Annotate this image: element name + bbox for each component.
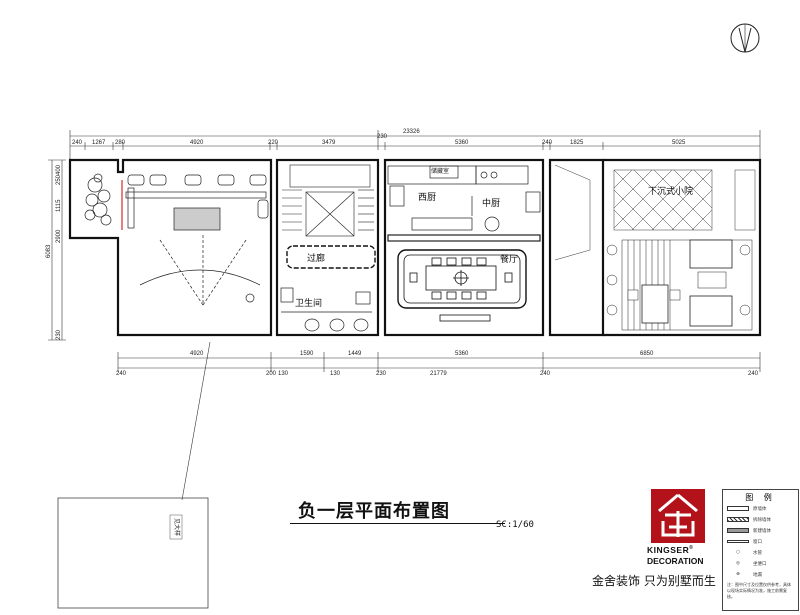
legend-item: 拆除墙体 bbox=[723, 514, 798, 525]
legend-item: 窗口 bbox=[723, 536, 798, 547]
dim-bottom-7: 200 bbox=[266, 371, 277, 377]
drawing-scale: SC:1/60 bbox=[496, 520, 534, 530]
room-label-pantry: 储藏室 bbox=[431, 167, 449, 175]
plant-cluster-icon bbox=[84, 173, 112, 226]
brand-slogan: 金舍装饰 只为别墅而生 bbox=[592, 574, 716, 588]
dim-bottom-5: 6850 bbox=[640, 351, 654, 357]
legend-item: ⊕地漏 bbox=[736, 572, 762, 578]
dim-top-6: 3479 bbox=[322, 140, 336, 146]
dim-left-4: 2900 bbox=[56, 229, 62, 243]
legend-item: 新建墙体 bbox=[723, 525, 798, 536]
brand-name: KINGSER® bbox=[647, 545, 694, 555]
room-label-corridor: 过廊 bbox=[307, 252, 325, 264]
room-label-dining: 餐厅 bbox=[500, 253, 518, 265]
exterior-walls bbox=[68, 158, 762, 337]
west-kitchen-fixtures bbox=[387, 165, 541, 242]
staircase bbox=[282, 164, 374, 237]
deck-furniture bbox=[606, 239, 753, 331]
bottom-dimension-lines bbox=[117, 352, 761, 372]
title-underline bbox=[290, 523, 505, 524]
dim-bottom-4: 5360 bbox=[455, 351, 469, 357]
dim-bottom-2: 1590 bbox=[300, 351, 314, 357]
dim-bottom-6: 240 bbox=[116, 371, 127, 377]
dim-left-5: 6083 bbox=[46, 244, 52, 258]
dim-left-3: 1115 bbox=[56, 199, 62, 212]
detail-box-label: 见大样 bbox=[173, 518, 181, 536]
detail-box bbox=[57, 497, 209, 609]
dim-bottom-8: 130 bbox=[278, 371, 289, 377]
dim-top-overall: 23326 bbox=[403, 129, 420, 135]
legend-item: 原墙体 bbox=[723, 503, 798, 514]
dim-top-9: 240 bbox=[542, 140, 553, 146]
dim-bottom-3: 1449 bbox=[348, 351, 362, 357]
dim-top-5: 220 bbox=[268, 140, 279, 146]
legend-title: 图 例 bbox=[745, 493, 776, 502]
dim-top-8: 5360 bbox=[455, 140, 469, 146]
dim-top-2: 1267 bbox=[92, 140, 106, 146]
dim-top-11: 5025 bbox=[672, 140, 686, 146]
living-room-furniture bbox=[121, 174, 269, 306]
bathroom-fixtures bbox=[280, 287, 372, 332]
dim-top-4: 4920 bbox=[190, 140, 204, 146]
left-dimension-lines bbox=[48, 159, 66, 341]
dim-bottom-12: 240 bbox=[540, 371, 551, 377]
dim-bottom-1: 4920 bbox=[190, 351, 204, 357]
detail-leader-line bbox=[181, 341, 211, 501]
dim-top-3: 280 bbox=[115, 140, 126, 146]
dim-left-6: 230 bbox=[56, 329, 62, 340]
legend-panel: 图 例 原墙体 拆除墙体 新建墙体 窗口 ○水管 ◎坐便口 ⊕地漏 注：图中尺寸… bbox=[722, 489, 799, 611]
dim-bottom-10: 230 bbox=[376, 371, 387, 377]
legend-note: 注：图中尺寸及位置仅供参考，具体以现场实际情况为准，施工前需复核。 bbox=[727, 582, 791, 599]
sunken-yard bbox=[554, 164, 756, 261]
dim-bottom-13: 240 bbox=[748, 371, 759, 377]
room-label-west-kitchen: 西厨 bbox=[418, 192, 436, 203]
drawing-title: 负一层平面布置图 bbox=[298, 501, 450, 522]
room-label-sunken-yard: 下沉式小院 bbox=[648, 185, 693, 197]
dining-table bbox=[397, 249, 527, 322]
dim-bottom-9: 130 bbox=[330, 371, 341, 377]
north-arrow-icon bbox=[730, 23, 760, 53]
room-label-chinese-kitchen: 中厨 bbox=[482, 197, 500, 209]
corridor-outline bbox=[286, 245, 376, 269]
dim-top-10: 1825 bbox=[570, 140, 584, 146]
brand-sub: DECORATION bbox=[647, 556, 704, 566]
dim-left-1: 400 bbox=[56, 164, 62, 175]
legend-item: ◎坐便口 bbox=[736, 561, 767, 567]
legend-item: ○水管 bbox=[736, 550, 762, 556]
top-dimension-lines bbox=[69, 130, 761, 160]
dim-top-7: 230 bbox=[377, 134, 388, 140]
dim-top-1: 240 bbox=[72, 140, 83, 146]
kingser-logo-icon bbox=[651, 489, 705, 543]
room-label-bathroom: 卫生间 bbox=[295, 297, 322, 309]
dim-bottom-11: 21779 bbox=[430, 371, 447, 377]
dim-left-2: 250 bbox=[56, 174, 62, 185]
